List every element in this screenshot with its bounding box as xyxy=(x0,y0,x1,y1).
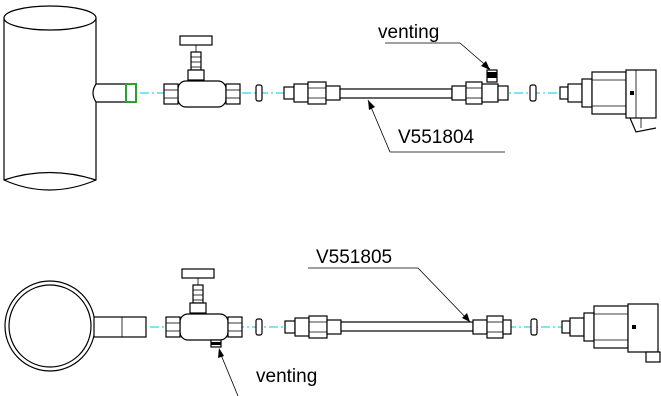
top-needle-valve xyxy=(163,35,241,108)
bottom-seal-ring-1 xyxy=(255,318,263,336)
bottom-fitting-left xyxy=(284,315,342,339)
top-fitting-right xyxy=(451,81,509,105)
top-venting-label: venting xyxy=(378,22,439,43)
bottom-needle-valve xyxy=(165,268,243,341)
top-part-leader xyxy=(367,99,505,153)
top-part-number-label: V551804 xyxy=(398,127,475,148)
bottom-part-leader xyxy=(308,267,471,323)
bottom-fitting-right xyxy=(472,315,512,339)
bottom-vent-screw xyxy=(210,339,222,348)
bottom-venting-label: venting xyxy=(256,366,317,387)
bottom-seal-ring-2 xyxy=(530,318,538,336)
top-pressure-transmitter xyxy=(559,69,657,133)
bottom-part-number-label: V551805 xyxy=(316,247,392,268)
top-seal-ring-2 xyxy=(529,84,537,102)
top-tube xyxy=(339,88,453,99)
top-assembly: venting V551804 xyxy=(3,5,657,191)
top-fitting-left xyxy=(283,81,341,105)
bottom-branch-stub xyxy=(93,316,147,338)
top-venting-leader xyxy=(385,42,491,70)
bottom-process-pipe xyxy=(4,280,96,372)
top-seal-ring-1 xyxy=(255,84,263,102)
bottom-venting-leader xyxy=(218,348,239,396)
top-process-pipe xyxy=(3,5,97,191)
bottom-tube xyxy=(340,321,474,332)
bottom-assembly: V551805 venting xyxy=(4,247,661,396)
top-branch-stub xyxy=(92,83,137,103)
top-vent-screw xyxy=(486,69,498,83)
bottom-pressure-transmitter xyxy=(561,303,661,363)
